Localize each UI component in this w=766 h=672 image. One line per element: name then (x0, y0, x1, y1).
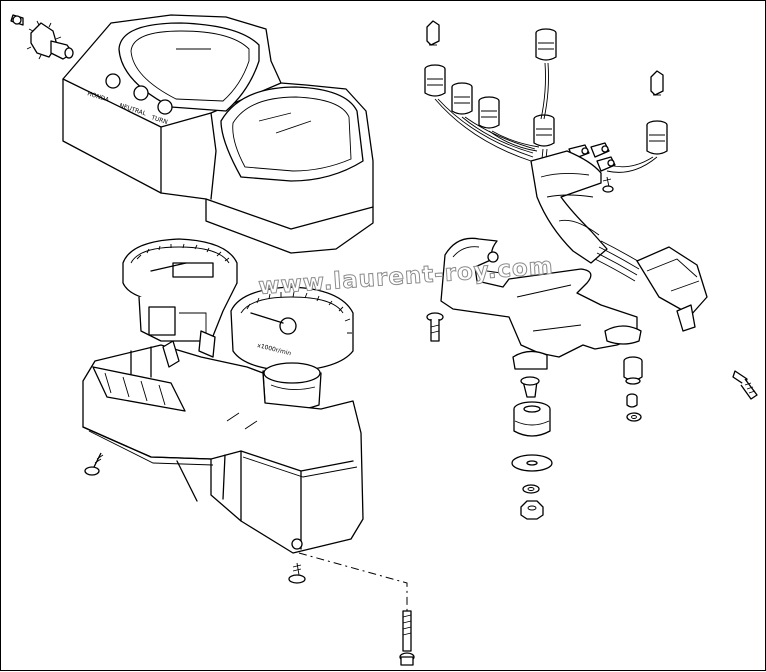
collar-right (626, 393, 638, 408)
assembly-centerline (298, 552, 408, 611)
socket-3 (478, 96, 500, 129)
case-screw-left (84, 452, 104, 476)
rubber-grommet-center (513, 401, 551, 437)
speedo-gear (26, 20, 74, 60)
meter-housing-upper: HONDA NEUTRAL TURN (62, 14, 374, 254)
washer-right (626, 412, 642, 422)
socket-1 (424, 64, 446, 97)
rubber-grommet-right (623, 356, 643, 385)
socket-5 (533, 114, 555, 147)
bulb-1 (426, 20, 440, 46)
lock-washer (522, 484, 540, 494)
speedometer-dial: x1000r/min (230, 286, 354, 411)
washer-large (511, 454, 553, 472)
socket-4 (535, 28, 557, 61)
socket-2 (451, 82, 473, 115)
long-bolt (399, 610, 415, 666)
tachometer-dial (122, 238, 238, 358)
mounting-bracket (440, 237, 642, 370)
socket-6 (646, 120, 668, 155)
case-screw-bottom (288, 562, 306, 584)
bracket-bolt-left (426, 312, 444, 342)
bolt-far-right (732, 370, 758, 400)
hex-nut (520, 500, 544, 520)
bulb-2 (650, 70, 664, 96)
gear-screw (10, 14, 24, 26)
center-bolt (520, 376, 540, 398)
wire-harness (434, 62, 708, 332)
meter-case-lower (82, 340, 364, 554)
